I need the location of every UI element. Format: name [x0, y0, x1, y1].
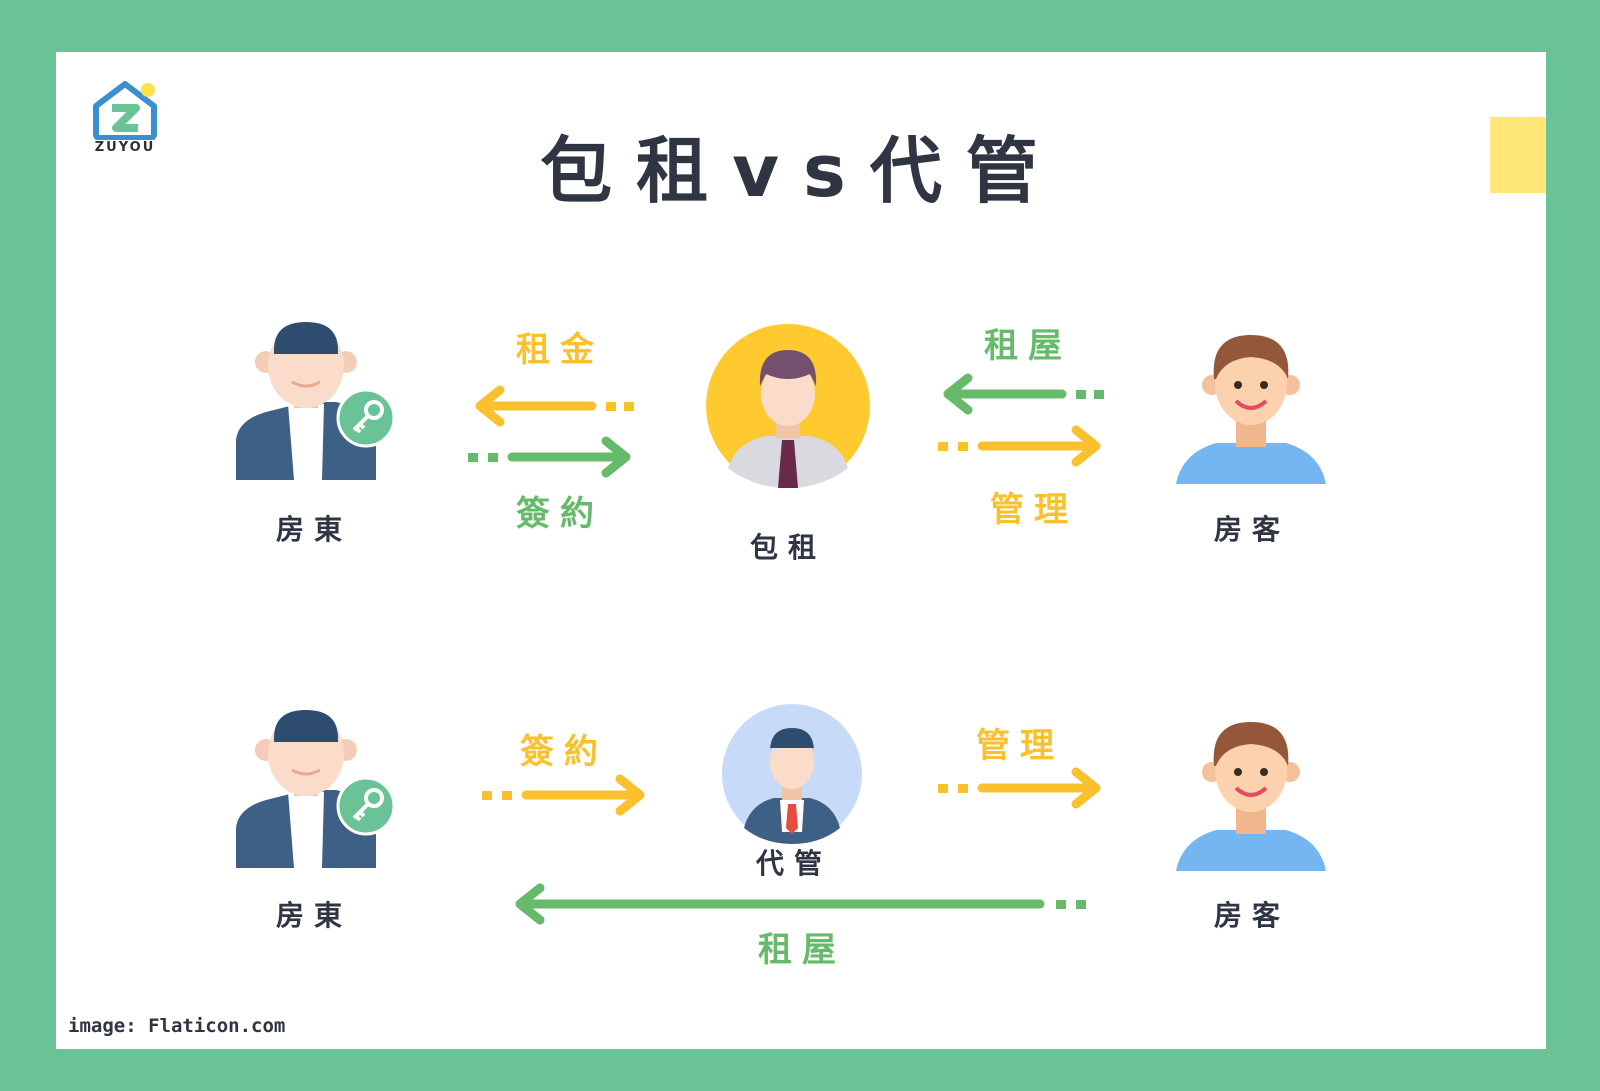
tenant-label: 房客 — [1213, 513, 1290, 546]
page-title: 包租vs代管 — [540, 129, 1062, 213]
sublease-label: 包租 — [749, 531, 826, 564]
rent-label: 租金 — [516, 330, 604, 370]
contract-arrow-right — [468, 436, 631, 478]
contract-arrow-right — [482, 774, 645, 816]
tenant-label: 房客 — [1213, 899, 1290, 932]
manage-label: 管理 — [976, 726, 1064, 766]
landlord-icon — [236, 710, 396, 868]
rent-arrow-left — [475, 385, 634, 427]
lease-arrow-left — [943, 373, 1104, 415]
manage-label: 管理 — [990, 490, 1078, 530]
property-manager-icon — [722, 704, 862, 844]
landlord-label: 房東 — [275, 513, 352, 546]
lease-long-arrow-left — [515, 883, 1086, 925]
landlord-icon — [236, 322, 396, 480]
property-manager-label: 代管 — [755, 847, 832, 880]
logo-text: ZUYOU — [94, 140, 156, 155]
manage-arrow-right — [938, 767, 1101, 809]
contract-label: 簽約 — [520, 732, 608, 772]
lease-label: 租屋 — [758, 930, 846, 970]
manage-arrow-right — [938, 425, 1101, 467]
diagram-card: ZUYOU 包租vs代管 — [56, 52, 1546, 1049]
zuyou-logo-icon — [93, 81, 157, 140]
contract-label: 簽約 — [516, 494, 604, 534]
landlord-label: 房東 — [275, 899, 352, 932]
lease-label: 租屋 — [984, 326, 1072, 366]
yellow-accent-tab — [1490, 117, 1546, 193]
tenant-icon — [1176, 335, 1326, 484]
tenant-icon — [1176, 722, 1326, 871]
image-credit: image: Flaticon.com — [68, 1015, 286, 1037]
sublease-operator-icon — [706, 324, 870, 488]
